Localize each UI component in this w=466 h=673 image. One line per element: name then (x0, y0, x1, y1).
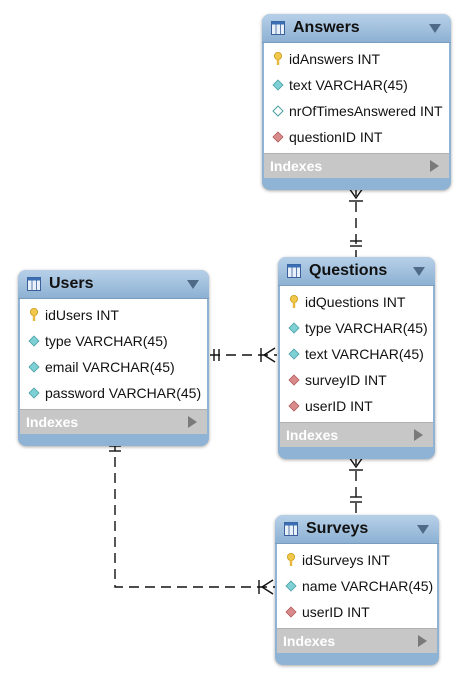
users-surveys-line (114, 441, 275, 588)
column-row[interactable]: text VARCHAR(45) (264, 72, 449, 98)
chevron-right-icon[interactable] (188, 416, 197, 428)
chevron-right-icon[interactable] (418, 635, 427, 647)
column-row[interactable]: type VARCHAR(45) (20, 328, 207, 354)
table-icon (284, 522, 298, 536)
table-icon (287, 264, 301, 278)
indexes-section[interactable]: Indexes (277, 628, 437, 653)
column-name: email VARCHAR(45) (45, 359, 175, 375)
foreign-key-diamond-icon (271, 130, 285, 144)
column-name: idQuestions INT (305, 294, 406, 310)
column-row[interactable]: userID INT (277, 599, 437, 625)
column-row[interactable]: idQuestions INT (280, 289, 433, 315)
column-name: surveyID INT (305, 372, 387, 388)
column-row[interactable]: password VARCHAR(45) (20, 380, 207, 406)
column-name: text VARCHAR(45) (305, 346, 424, 362)
key-icon (27, 308, 41, 322)
chevron-right-icon[interactable] (414, 429, 423, 441)
column-row[interactable]: email VARCHAR(45) (20, 354, 207, 380)
column-name: userID INT (302, 604, 370, 620)
column-list: idSurveys INT name VARCHAR(45) userID IN… (277, 544, 437, 628)
attribute-diamond-icon (284, 579, 298, 593)
indexes-label: Indexes (26, 414, 79, 430)
attribute-diamond-icon (287, 321, 301, 335)
indexes-label: Indexes (286, 427, 339, 443)
surveys-table[interactable]: Surveys idSurveys INT name VARCHAR(45) u… (275, 515, 439, 665)
key-icon (271, 52, 285, 66)
attribute-diamond-icon (27, 386, 41, 400)
column-row[interactable]: idUsers INT (20, 302, 207, 328)
column-list: idQuestions INT type VARCHAR(45) text VA… (280, 286, 433, 422)
foreign-key-diamond-icon (284, 605, 298, 619)
table-footer (275, 653, 439, 665)
column-row[interactable]: text VARCHAR(45) (280, 341, 433, 367)
indexes-section[interactable]: Indexes (20, 409, 207, 434)
chevron-down-icon[interactable] (429, 23, 441, 33)
table-footer (18, 434, 209, 446)
table-title: Users (49, 275, 94, 292)
table-title: Answers (293, 19, 360, 36)
table-footer (278, 447, 435, 459)
questions-table[interactable]: Questions idQuestions INT type VARCHAR(4… (278, 257, 435, 459)
column-row[interactable]: type VARCHAR(45) (280, 315, 433, 341)
column-row[interactable]: userID INT (280, 393, 433, 419)
attribute-diamond-outline-icon (271, 104, 285, 118)
crowsfoot-answers (348, 187, 364, 200)
table-title: Surveys (306, 520, 369, 537)
indexes-label: Indexes (283, 633, 336, 649)
column-row[interactable]: name VARCHAR(45) (277, 573, 437, 599)
foreign-key-diamond-icon (287, 373, 301, 387)
crowsfoot-questions-left (262, 347, 276, 363)
key-icon (284, 553, 298, 567)
key-icon (287, 295, 301, 309)
column-row[interactable]: nrOfTimesAnswered INT (264, 98, 449, 124)
chevron-down-icon[interactable] (413, 266, 425, 276)
column-row[interactable]: idAnswers INT (264, 46, 449, 72)
indexes-label: Indexes (270, 158, 323, 174)
attribute-diamond-icon (271, 78, 285, 92)
indexes-section[interactable]: Indexes (264, 153, 449, 178)
column-name: idUsers INT (45, 307, 119, 323)
column-name: idAnswers INT (289, 51, 381, 67)
column-name: idSurveys INT (302, 552, 390, 568)
column-name: type VARCHAR(45) (305, 320, 428, 336)
answers-table-header[interactable]: Answers (262, 14, 451, 43)
column-name: text VARCHAR(45) (289, 77, 408, 93)
column-name: type VARCHAR(45) (45, 333, 168, 349)
questions-table-header[interactable]: Questions (278, 257, 435, 286)
table-icon (271, 21, 285, 35)
column-name: password VARCHAR(45) (45, 385, 202, 401)
column-name: name VARCHAR(45) (302, 578, 434, 594)
column-list: idAnswers INT text VARCHAR(45) nrOfTimes… (264, 43, 449, 153)
column-name: nrOfTimesAnswered INT (289, 103, 443, 119)
chevron-down-icon[interactable] (187, 279, 199, 289)
indexes-section[interactable]: Indexes (280, 422, 433, 447)
table-title: Questions (309, 262, 388, 279)
attribute-diamond-icon (27, 360, 41, 374)
chevron-down-icon[interactable] (417, 524, 429, 534)
column-name: userID INT (305, 398, 373, 414)
column-name: questionID INT (289, 129, 383, 145)
crowsfoot-questions-bottom (348, 456, 364, 469)
column-row[interactable]: surveyID INT (280, 367, 433, 393)
surveys-table-header[interactable]: Surveys (275, 515, 439, 544)
table-footer (262, 178, 451, 190)
users-table[interactable]: Users idUsers INT type VARCHAR(45) email… (18, 270, 209, 446)
column-list: idUsers INT type VARCHAR(45) email VARCH… (20, 299, 207, 409)
crowsfoot-surveys-left (260, 579, 274, 595)
column-row[interactable]: idSurveys INT (277, 547, 437, 573)
answers-table[interactable]: Answers idAnswers INT text VARCHAR(45) n… (262, 14, 451, 190)
attribute-diamond-icon (27, 334, 41, 348)
users-table-header[interactable]: Users (18, 270, 209, 299)
chevron-right-icon[interactable] (430, 160, 439, 172)
table-icon (27, 277, 41, 291)
column-row[interactable]: questionID INT (264, 124, 449, 150)
attribute-diamond-icon (287, 347, 301, 361)
foreign-key-diamond-icon (287, 399, 301, 413)
